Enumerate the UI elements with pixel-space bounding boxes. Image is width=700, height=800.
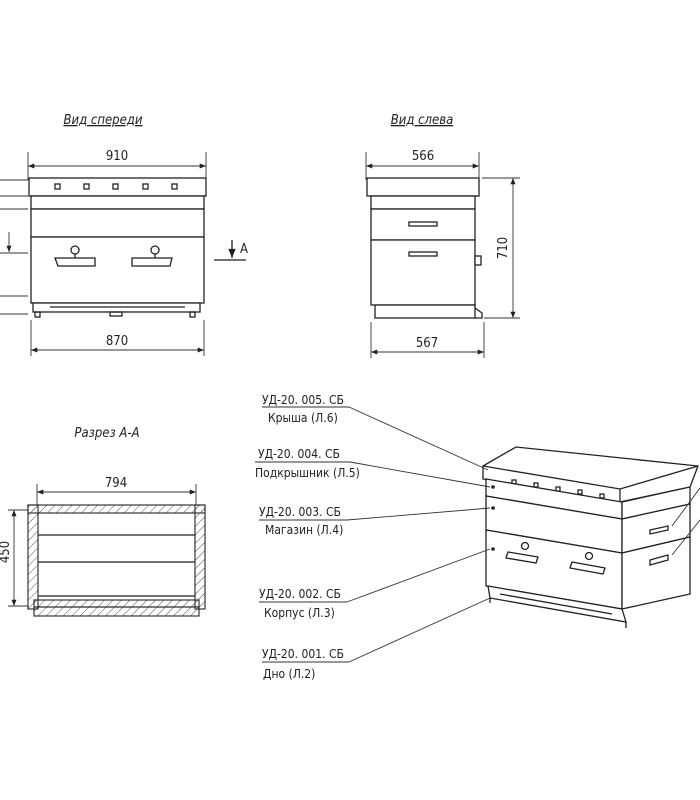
isometric-view — [482, 446, 700, 628]
front-body — [30, 236, 205, 304]
section-left-wall — [27, 504, 39, 610]
callout-bottom: УД-20. 001. СБ Дно (Л.2) — [262, 597, 491, 681]
section-width-value: 794 — [105, 476, 127, 491]
callout-label: Крыша (Л.6) — [268, 411, 338, 425]
section-mark-a: A — [240, 242, 248, 257]
callout-label: Корпус (Л.3) — [264, 606, 335, 620]
roof-vents — [54, 183, 178, 190]
callout-label: Дно (Л.2) — [263, 667, 315, 681]
left-body — [370, 239, 476, 306]
section-top-wall — [27, 504, 206, 514]
front-super — [30, 208, 205, 238]
section-height-value: 450 — [0, 541, 13, 563]
callout-label: Подкрышник (Л.5) — [255, 466, 360, 480]
callout-body: УД-20. 002. СБ Корпус (Л.3) — [259, 548, 491, 620]
front-view: Вид спереди 910 — [0, 113, 248, 356]
callout-label: Магазин (Л.4) — [265, 523, 343, 537]
left-roof — [366, 177, 480, 197]
section-right-wall — [194, 504, 206, 610]
left-width-top-value: 566 — [412, 149, 434, 164]
callout-code: УД-20. 004. СБ — [258, 447, 340, 461]
callout-super: УД-20. 003. СБ Магазин (Л.4) — [259, 505, 491, 537]
left-view-title: Вид слева — [391, 113, 454, 128]
left-entrance-bar — [474, 255, 482, 266]
left-subroof — [370, 195, 476, 210]
callout-code: УД-20. 005. СБ — [262, 393, 344, 407]
left-height-value: 710 — [496, 237, 511, 259]
left-width-bottom-value: 567 — [416, 336, 438, 351]
callout-list: УД-20. 005. СБ Крыша (Л.6) УД-20. 004. С… — [255, 393, 491, 681]
section-frame-strip — [33, 599, 200, 608]
front-width-bottom-value: 870 — [106, 334, 128, 349]
callout-subroof: УД-20. 004. СБ Подкрышник (Л.5) — [255, 447, 491, 488]
callout-code: УД-20. 002. СБ — [259, 587, 341, 601]
front-handles — [54, 245, 173, 267]
front-view-title: Вид спереди — [63, 113, 142, 128]
callout-code: УД-20. 003. СБ — [259, 505, 341, 519]
left-view: Вид слева 566 710 567 — [365, 113, 520, 358]
section-view: Разрез А-А 794 450 — [0, 426, 206, 617]
front-subroof — [30, 195, 205, 210]
front-width-top-value: 910 — [106, 149, 128, 164]
callout-roof: УД-20. 005. СБ Крыша (Л.6) — [262, 393, 489, 471]
callout-code: УД-20. 001. СБ — [262, 647, 344, 661]
left-super — [370, 208, 476, 241]
section-bottom — [33, 606, 200, 617]
section-view-title: Разрез А-А — [74, 426, 139, 441]
left-bottom-board — [374, 304, 476, 319]
